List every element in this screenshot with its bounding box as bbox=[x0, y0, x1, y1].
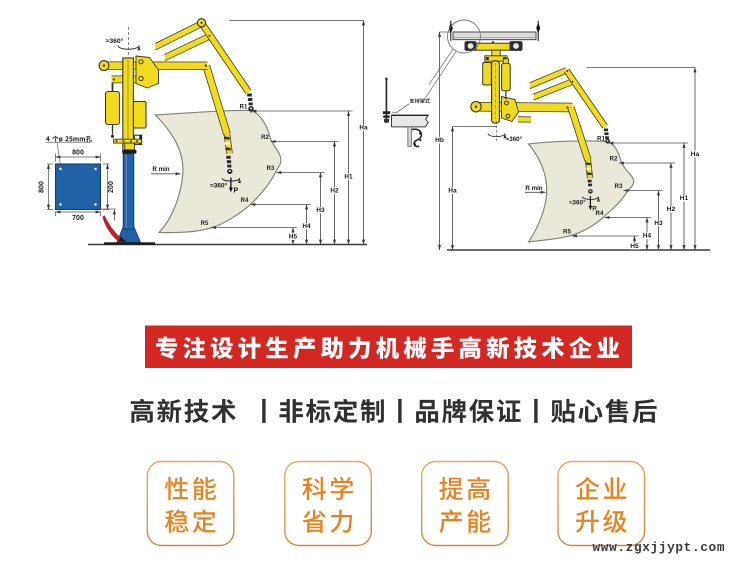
svg-text:P: P bbox=[233, 188, 238, 195]
svg-text:700: 700 bbox=[72, 215, 84, 222]
svg-text:H3: H3 bbox=[316, 207, 325, 214]
svg-text:R4: R4 bbox=[596, 210, 604, 217]
svg-text:800: 800 bbox=[39, 181, 46, 193]
svg-text:R3: R3 bbox=[267, 166, 275, 172]
svg-text:H2: H2 bbox=[667, 206, 676, 213]
svg-text:R2: R2 bbox=[261, 135, 269, 141]
svg-text:≈360°: ≈360° bbox=[106, 37, 124, 45]
svg-text:P: P bbox=[592, 206, 597, 213]
svg-text:H5: H5 bbox=[289, 234, 298, 241]
svg-text:www.zgxjjypt.com: www.zgxjjypt.com bbox=[593, 540, 725, 555]
svg-text:R1: R1 bbox=[240, 105, 248, 111]
svg-text:R5: R5 bbox=[201, 221, 209, 227]
svg-text:Ha: Ha bbox=[691, 151, 700, 158]
svg-text:R min: R min bbox=[525, 185, 542, 192]
svg-text:H4: H4 bbox=[643, 233, 652, 240]
svg-text:R1: R1 bbox=[597, 136, 605, 143]
svg-text:Ha: Ha bbox=[448, 188, 457, 195]
svg-text:H1: H1 bbox=[680, 195, 689, 202]
svg-text:≈360°: ≈360° bbox=[210, 181, 228, 189]
svg-text:R3: R3 bbox=[615, 183, 623, 190]
svg-text:R min: R min bbox=[152, 166, 169, 173]
svg-text:R5: R5 bbox=[563, 229, 571, 236]
svg-text:H3: H3 bbox=[654, 220, 663, 227]
svg-text:≈360°: ≈360° bbox=[569, 198, 586, 206]
svg-text:R4: R4 bbox=[241, 198, 249, 204]
svg-text:H2: H2 bbox=[330, 187, 339, 194]
svg-text:H4: H4 bbox=[302, 223, 311, 230]
svg-text:H5: H5 bbox=[630, 243, 639, 250]
svg-text:800: 800 bbox=[72, 150, 84, 157]
svg-text:≈360°: ≈360° bbox=[506, 136, 523, 143]
svg-text:R2: R2 bbox=[610, 156, 618, 163]
svg-text:Ha: Ha bbox=[359, 125, 368, 132]
svg-text:Hb: Hb bbox=[435, 137, 444, 144]
svg-text:H1: H1 bbox=[344, 174, 353, 181]
svg-text:200: 200 bbox=[108, 181, 115, 193]
